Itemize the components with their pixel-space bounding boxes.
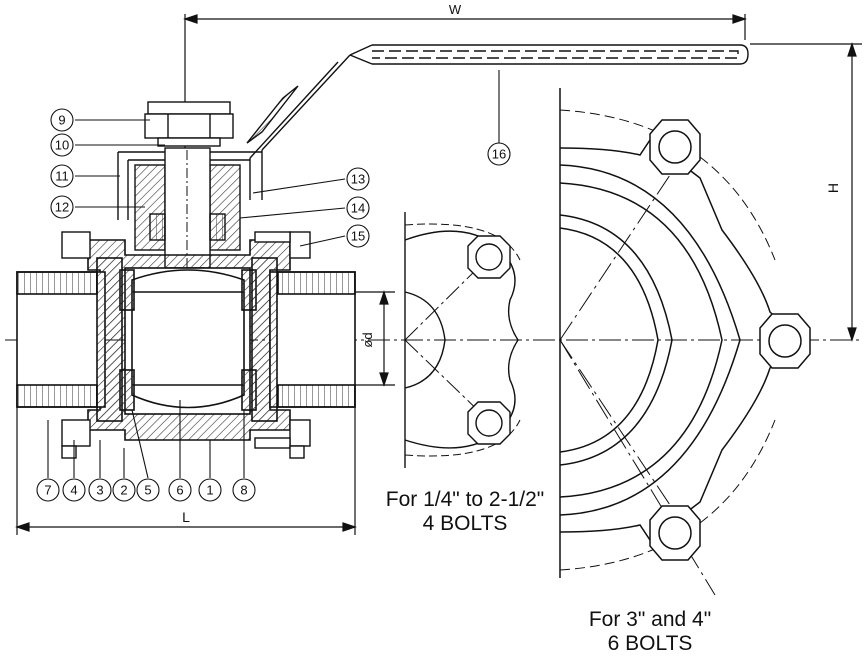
caption-small-flange-bolts: 4 BOLTS: [422, 512, 508, 535]
large-flange-view: [559, 88, 811, 596]
body-bolts: [61, 231, 311, 459]
stem-nut: [144, 101, 234, 147]
part-callout-16: [487, 142, 511, 166]
right-end-cap: [251, 257, 356, 422]
part-number-15: 15: [351, 229, 365, 244]
large-flange-bolt-bottom: [649, 505, 701, 561]
dimension-h: [750, 42, 862, 342]
part-callout-8: [232, 478, 256, 502]
part-callout-numbers: 9 10 11 12 13 14 15 16 7 4 3 2 5 6 1 8: [44, 113, 506, 498]
part-number-14: 14: [351, 201, 365, 216]
part-callout-13: [346, 167, 370, 191]
part-number-7: 7: [44, 483, 51, 498]
dimension-l: [15, 400, 357, 535]
part-number-1: 1: [206, 483, 213, 498]
small-flange-bolt-top: [467, 235, 511, 279]
part-number-4: 4: [70, 483, 77, 498]
part-callout-9: [50, 108, 74, 132]
caption-large-flange-bolts: 6 BOLTS: [607, 632, 693, 655]
caption-small-flange: For 1/4" to 2-1/2" 4 BOLTS: [360, 488, 570, 536]
caption-large-flange-size: For 3" and 4": [588, 608, 712, 631]
small-flange-bolt-bottom: [467, 401, 511, 445]
large-flange-bolt-right: [759, 313, 811, 369]
part-number-5: 5: [144, 483, 151, 498]
part-callout-15: [346, 224, 370, 248]
caption-small-flange-size: For 1/4" to 2-1/2": [385, 488, 545, 511]
small-flange-view: [404, 212, 521, 468]
part-number-9: 9: [58, 113, 65, 128]
part-callout-2: [112, 478, 136, 502]
part-callout-4: [62, 478, 86, 502]
valve-body: [87, 239, 291, 441]
part-callout-10: [50, 133, 74, 157]
part-number-10: 10: [55, 138, 69, 153]
part-number-11: 11: [55, 169, 69, 184]
lever-handle: [117, 44, 749, 220]
large-flange-bolt-top: [649, 119, 701, 175]
part-number-8: 8: [240, 483, 247, 498]
dimension-bore-label: ød: [360, 332, 375, 347]
part-number-3: 3: [96, 483, 103, 498]
part-number-13: 13: [351, 172, 365, 187]
part-callout-6: [168, 478, 192, 502]
part-number-2: 2: [120, 483, 127, 498]
part-callout-5: [136, 478, 160, 502]
part-callout-1: [198, 478, 222, 502]
part-number-6: 6: [176, 483, 183, 498]
part-callout-12: [50, 195, 74, 219]
dimension-h-label: H: [825, 183, 841, 193]
part-number-16: 16: [492, 147, 506, 162]
left-end-cap: [16, 257, 123, 422]
dimension-w-label: W: [449, 2, 462, 17]
part-callout-7: [36, 478, 60, 502]
caption-large-flange: For 3" and 4" 6 BOLTS: [560, 608, 740, 656]
part-callouts: [36, 70, 511, 502]
dimension-l-label: L: [182, 509, 190, 525]
part-callout-14: [346, 196, 370, 220]
part-callout-3: [88, 478, 112, 502]
part-number-12: 12: [55, 200, 69, 215]
part-callout-11: [50, 164, 74, 188]
